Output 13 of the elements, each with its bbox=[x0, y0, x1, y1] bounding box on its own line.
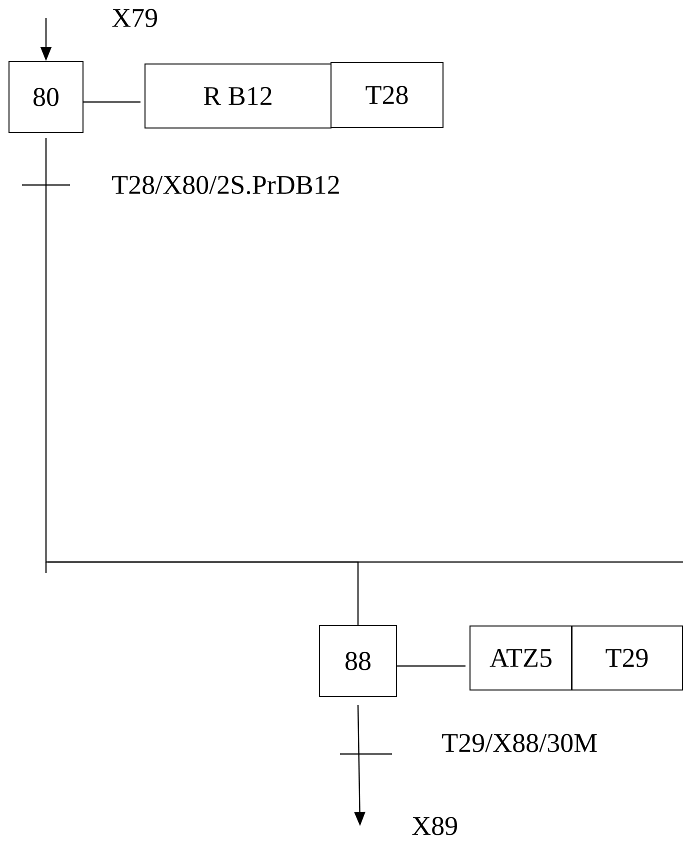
step-box: 88 bbox=[319, 625, 397, 697]
action-box: T28 bbox=[330, 62, 444, 128]
step-reference: X79 bbox=[112, 8, 157, 28]
action-box: T29 bbox=[571, 626, 683, 690]
action-box: R B12 bbox=[144, 64, 332, 128]
connector-line bbox=[397, 665, 466, 667]
step-reference: X89 bbox=[412, 816, 457, 836]
action-box: ATZ5 bbox=[470, 626, 572, 690]
step-box: 80 bbox=[8, 61, 84, 133]
transition-condition: T28/X80/2S.PrDB12 bbox=[112, 176, 339, 194]
transition-condition: T29/X88/30M bbox=[442, 734, 597, 752]
connector-line bbox=[84, 101, 140, 103]
connector-line bbox=[45, 138, 359, 625]
